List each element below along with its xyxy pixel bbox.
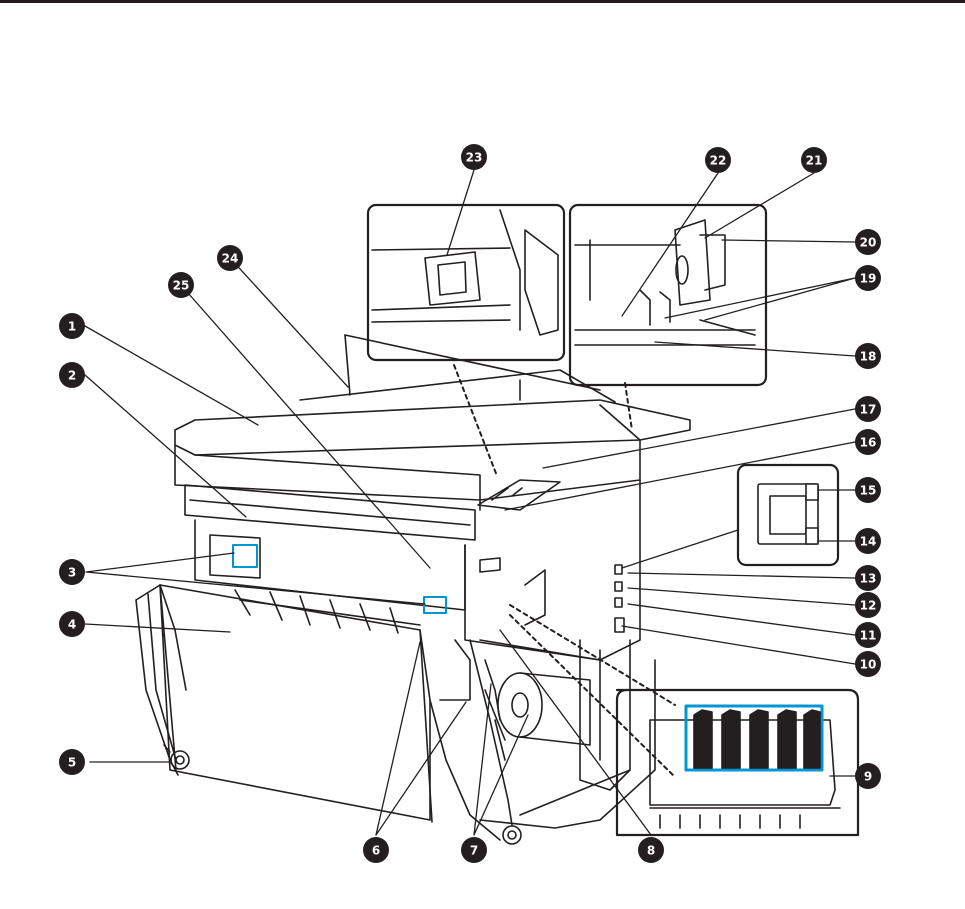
callout-badge <box>705 147 731 173</box>
callout-badge <box>855 622 881 648</box>
paper-basket <box>159 584 433 823</box>
page-top-rule <box>0 0 965 3</box>
control-panel <box>477 479 561 511</box>
callout-badge <box>59 611 85 637</box>
callout-24: 24 <box>217 245 243 271</box>
highlight-boxes <box>232 544 447 614</box>
callout-17: 17 <box>855 396 881 422</box>
callout-badge <box>168 272 194 298</box>
callout-badge <box>855 592 881 618</box>
callout-12: 12 <box>855 592 881 618</box>
callout-number: 25 <box>173 279 190 293</box>
callout-2: 2 <box>59 362 85 388</box>
callout-4: 4 <box>59 611 85 637</box>
callout-badge <box>855 429 881 455</box>
callout-number: 23 <box>466 151 483 165</box>
callout-badge <box>855 477 881 503</box>
callout-badge <box>855 229 881 255</box>
callout-number: 20 <box>860 236 877 250</box>
callout-badge <box>59 362 85 388</box>
callout-16: 16 <box>855 429 881 455</box>
callout-badge <box>461 144 487 170</box>
callout-number: 19 <box>860 272 877 286</box>
callout-number: 5 <box>68 756 76 770</box>
callout-number: 16 <box>860 436 877 450</box>
callout-number: 14 <box>860 535 877 549</box>
callout-18: 18 <box>855 343 881 369</box>
callout-13: 13 <box>855 565 881 591</box>
callout-3: 3 <box>59 559 85 585</box>
callout-9: 9 <box>855 763 881 789</box>
callout-number: 24 <box>222 252 239 266</box>
callout-number: 7 <box>470 844 478 858</box>
callout-19: 19 <box>855 265 881 291</box>
callout-1: 1 <box>59 313 85 339</box>
callout-number: 12 <box>860 599 877 613</box>
callout-number: 4 <box>68 618 76 632</box>
callout-number: 6 <box>372 844 380 858</box>
callout-badge <box>461 837 487 863</box>
callout-number: 21 <box>806 154 823 168</box>
roll-spindle <box>484 672 591 761</box>
roll-paper-cover <box>299 334 616 403</box>
ink-cartridge-set <box>693 709 821 769</box>
callout-badge <box>363 837 389 863</box>
callout-badge <box>801 147 827 173</box>
callout-10: 10 <box>855 651 881 677</box>
callout-number: 13 <box>860 572 877 586</box>
printer-body <box>174 399 691 661</box>
right-side-ports <box>614 564 625 633</box>
callout-5: 5 <box>59 749 85 775</box>
callout-number: 9 <box>864 770 872 784</box>
callout-20: 20 <box>855 229 881 255</box>
callout-badge <box>855 265 881 291</box>
callout-6: 6 <box>363 837 389 863</box>
callout-badge <box>855 763 881 789</box>
paper-feed-levers <box>439 639 501 721</box>
callout-badge <box>855 651 881 677</box>
callout-23: 23 <box>461 144 487 170</box>
callout-11: 11 <box>855 622 881 648</box>
inset-print-head <box>366 203 566 362</box>
inset-lan-port <box>736 463 840 567</box>
callout-badge <box>59 749 85 775</box>
inset-ink-cartridges <box>615 688 860 837</box>
callout-badge <box>59 313 85 339</box>
callout-number: 10 <box>860 658 877 672</box>
callout-number: 15 <box>860 484 877 498</box>
callout-badge <box>59 559 85 585</box>
callout-7: 7 <box>461 837 487 863</box>
leader-lines <box>84 169 856 836</box>
callout-number: 18 <box>860 350 877 364</box>
callout-22: 22 <box>705 147 731 173</box>
front-caster <box>163 744 190 770</box>
callout-14: 14 <box>855 528 881 554</box>
callout-number: 22 <box>710 154 727 168</box>
callout-25: 25 <box>168 272 194 298</box>
callout-21: 21 <box>801 147 827 173</box>
callout-number: 1 <box>68 320 76 334</box>
callout-15: 15 <box>855 477 881 503</box>
callout-badge <box>855 565 881 591</box>
callout-number: 8 <box>647 844 655 858</box>
callout-number: 11 <box>860 629 877 643</box>
callout-badge <box>855 396 881 422</box>
callout-number: 17 <box>860 403 877 417</box>
callout-badge <box>855 528 881 554</box>
callout-8: 8 <box>638 837 664 863</box>
callout-badge <box>638 837 664 863</box>
callout-number: 3 <box>68 566 76 580</box>
callout-number: 2 <box>68 369 76 383</box>
inset-roll-holder <box>568 203 768 387</box>
callout-badge <box>855 343 881 369</box>
callout-badge <box>217 245 243 271</box>
